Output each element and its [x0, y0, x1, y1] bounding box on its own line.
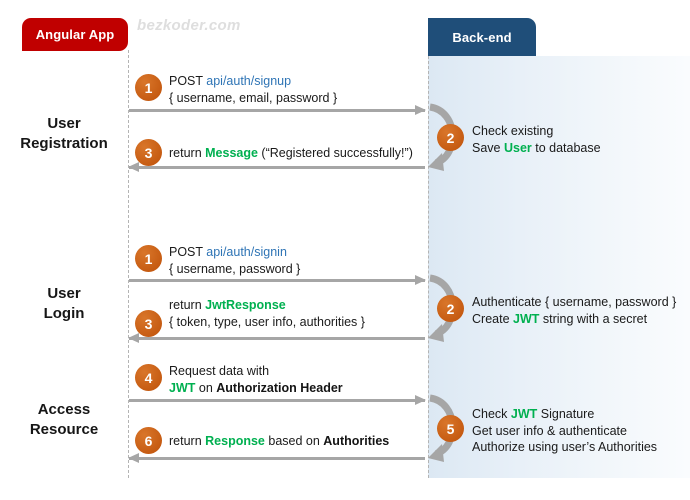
- step-badge-2-login: 2: [437, 295, 464, 322]
- message-line-1: Authenticate { username, password }: [472, 295, 677, 309]
- step-badge-1: 1: [135, 74, 162, 101]
- message-line-2: { username, email, password }: [169, 90, 338, 105]
- message-line-1: Request data with: [169, 364, 270, 378]
- message-signup-request: POST api/auth/signup { username, email, …: [169, 73, 337, 106]
- message-signin-request: POST api/auth/signin { username, passwor…: [169, 244, 300, 277]
- section-label-line2: Resource: [29, 421, 99, 438]
- step-badge-1-login: 1: [135, 245, 162, 272]
- arrow-resource-request: [129, 395, 426, 406]
- step-badge-6: 6: [135, 427, 162, 454]
- message-authenticate-create-jwt: Authenticate { username, password } Crea…: [472, 294, 676, 327]
- client-lifeline: [128, 50, 129, 478]
- arrow-head-right-icon: [415, 275, 426, 285]
- arrow-head-right-icon: [415, 395, 426, 405]
- step-badge-5: 5: [437, 415, 464, 442]
- arrow-shaft: [129, 109, 425, 112]
- section-label-line1: User: [47, 115, 81, 132]
- message-line-1: return JwtResponse: [169, 298, 286, 312]
- message-line-1: POST api/auth/signup: [169, 74, 292, 88]
- watermark-bezkoder: bezkoder.com: [137, 17, 241, 34]
- message-request-data-jwt: Request data with JWT on Authorization H…: [169, 363, 343, 396]
- message-line-1: return Message (“Registered successfully…: [169, 146, 413, 160]
- arrow-shaft: [129, 399, 425, 402]
- section-label-line1: User: [47, 285, 81, 302]
- section-label-user-registration: User Registration: [0, 114, 128, 154]
- message-line-2: { token, type, user info, authorities }: [169, 314, 365, 329]
- arrow-head-left-icon: [128, 453, 139, 463]
- arrow-resource-response: [128, 453, 425, 464]
- arrow-signin-response: [128, 333, 425, 344]
- step-badge-4: 4: [135, 364, 162, 391]
- arrow-signup-response: [128, 162, 425, 173]
- message-line-2: Get user info & authenticate: [472, 423, 627, 438]
- section-label-user-login: User Login: [0, 284, 128, 324]
- backend-region-panel: [428, 56, 690, 478]
- message-line-1: POST api/auth/signin: [169, 245, 287, 259]
- arrow-signup-request: [129, 105, 426, 116]
- section-label-line2: Registration: [20, 135, 108, 152]
- message-signin-response: return JwtResponse { token, type, user i…: [169, 297, 365, 330]
- step-badge-3: 3: [135, 139, 162, 166]
- arrow-head-left-icon: [128, 162, 139, 172]
- message-check-jwt-authorize: Check JWT Signature Get user info & auth…: [472, 406, 657, 456]
- section-label-line1: Access: [37, 401, 91, 418]
- arrow-shaft: [129, 457, 425, 460]
- message-line-1: Check JWT Signature: [472, 407, 595, 421]
- section-label-line2: Login: [43, 305, 85, 322]
- message-resource-response: return Response based on Authorities: [169, 433, 389, 450]
- message-line-2: { username, password }: [169, 261, 301, 276]
- server-lifeline: [428, 56, 429, 478]
- message-line-2: JWT on Authorization Header: [169, 380, 343, 395]
- actor-client-label: Angular App: [22, 18, 128, 51]
- step-badge-2: 2: [437, 124, 464, 151]
- arrow-shaft: [129, 279, 425, 282]
- section-label-access-resource: Access Resource: [0, 400, 128, 440]
- message-line-2: Create JWT string with a secret: [472, 311, 648, 326]
- arrow-head-left-icon: [128, 333, 139, 343]
- arrow-signin-request: [129, 275, 426, 286]
- arrow-head-right-icon: [415, 105, 426, 115]
- message-line-2: Save User to database: [472, 140, 601, 155]
- arrow-shaft: [129, 166, 425, 169]
- step-badge-3-login: 3: [135, 310, 162, 337]
- message-line-3: Authorize using user’s Authorities: [472, 440, 658, 454]
- message-line-1: Check existing: [472, 124, 554, 138]
- message-check-save-user: Check existing Save User to database: [472, 123, 601, 156]
- message-line-1: return Response based on Authorities: [169, 434, 390, 448]
- actor-server-label: Back-end: [428, 18, 536, 56]
- message-signup-response: return Message (“Registered successfully…: [169, 145, 413, 162]
- arrow-shaft: [129, 337, 425, 340]
